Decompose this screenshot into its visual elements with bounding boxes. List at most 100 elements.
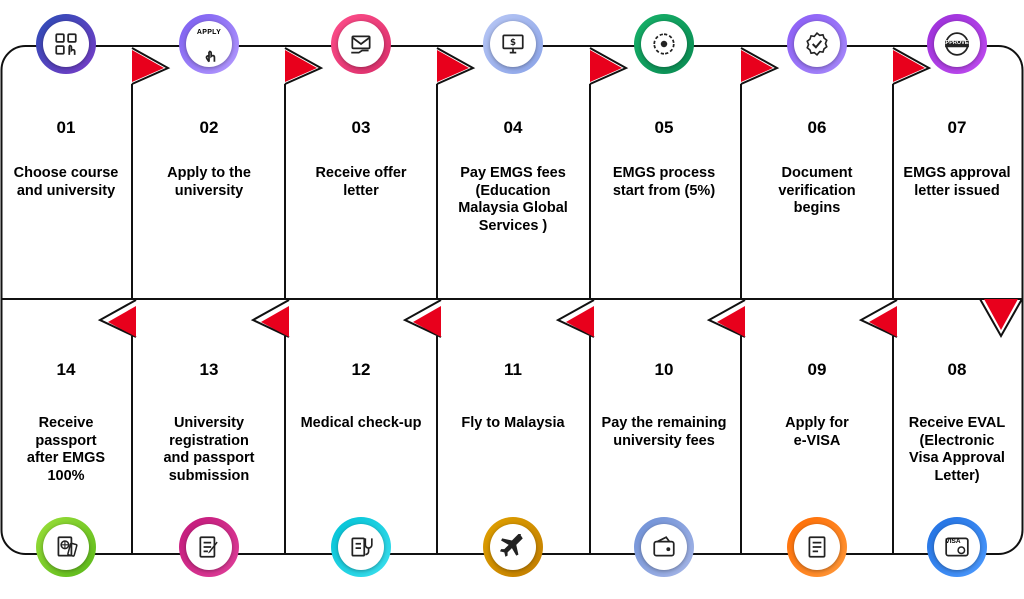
passport-icon <box>57 536 78 557</box>
bottom-arrow-2 <box>261 306 289 337</box>
top-arrow-2 <box>285 50 317 82</box>
step-number-13: 13 <box>199 360 219 379</box>
step-label-05: EMGS process start from (5%) <box>612 165 716 199</box>
step-number-04: 04 <box>503 118 523 137</box>
step-label-08: Receive EVAL (Electronic Visa Approval L… <box>908 415 1006 484</box>
top-arrow-outline-5 <box>740 47 780 85</box>
bottom-arrow-outline-5 <box>706 299 746 338</box>
bottom-arrow-5 <box>717 306 745 337</box>
step-badge-03 <box>331 14 391 74</box>
step-number-02: 02 <box>199 118 219 137</box>
step-badge-inner: VISA <box>934 524 980 570</box>
step-badge-inner <box>794 524 840 570</box>
wallet-payment-icon <box>653 536 675 557</box>
step-number-01: 01 <box>56 118 76 137</box>
bottom-arrow-outline-3 <box>402 299 442 338</box>
step-badge-13 <box>179 517 239 577</box>
bottom-arrow-outline-2 <box>250 299 290 338</box>
step-label-14: Receive passport after EMGS 100% <box>26 415 106 484</box>
form-document-icon <box>808 536 826 558</box>
step-badge-12 <box>331 517 391 577</box>
step-badge-inner <box>338 21 384 67</box>
step-badge-inner <box>641 524 687 570</box>
top-arrow-outline-3 <box>436 47 476 85</box>
step-label-06: Document verification begins <box>778 165 856 216</box>
step-number-09: 09 <box>807 360 827 379</box>
top-arrow-1 <box>132 50 164 82</box>
step-badge-01 <box>36 14 96 74</box>
medical-checkup-icon <box>351 537 373 557</box>
bottom-arrow-outline-1 <box>97 299 137 338</box>
step-number-03: 03 <box>351 118 371 137</box>
top-arrow-outline-2 <box>284 47 324 85</box>
course-selection-icon <box>55 33 77 55</box>
bottom-arrow-1 <box>108 306 136 337</box>
apply-sign-text: APPLY <box>196 29 222 36</box>
top-arrow-outline-1 <box>131 47 171 85</box>
step-badge-07: APPROVED <box>927 14 987 74</box>
top-arrow-3 <box>437 50 469 82</box>
top-arrow-4 <box>590 50 622 82</box>
step-label-09: Apply for e-VISA <box>785 415 849 449</box>
step-number-14: 14 <box>56 360 76 379</box>
step-badge-09 <box>787 517 847 577</box>
step-number-11: 11 <box>504 360 522 379</box>
approved-stamp-icon <box>945 32 969 56</box>
step-badge-06 <box>787 14 847 74</box>
online-payment-icon: $ <box>502 34 524 54</box>
step-badge-inner <box>490 524 536 570</box>
step-badge-08: VISA <box>927 517 987 577</box>
step-number-10: 10 <box>654 360 674 379</box>
step-badge-inner <box>794 21 840 67</box>
down-arrow <box>984 299 1018 330</box>
step-label-13: University registration and passport sub… <box>163 415 255 484</box>
step-badge-05 <box>634 14 694 74</box>
top-arrow-outline-6 <box>892 47 932 85</box>
top-arrow-5 <box>741 50 773 82</box>
offer-letter-icon <box>351 35 371 54</box>
step-badge-inner <box>641 21 687 67</box>
step-label-07: EMGS approval letter issued <box>903 165 1011 199</box>
step-badge-inner <box>43 21 89 67</box>
step-number-06: 06 <box>807 118 827 137</box>
visa-card-icon <box>945 537 969 557</box>
down-arrow-outline <box>979 298 1023 339</box>
airplane-icon <box>500 534 523 557</box>
step-number-12: 12 <box>351 360 371 379</box>
apply-icon <box>205 50 216 63</box>
svg-text:$: $ <box>510 38 516 48</box>
step-label-11: Fly to Malaysia <box>461 415 565 431</box>
step-number-07: 07 <box>947 118 967 137</box>
bottom-arrow-outline-6 <box>858 299 898 338</box>
step-badge-04: $ <box>483 14 543 74</box>
registration-form-icon <box>199 536 218 558</box>
step-number-08: 08 <box>947 360 967 379</box>
bottom-arrow-4 <box>566 306 594 337</box>
step-badge-10 <box>634 517 694 577</box>
step-number-05: 05 <box>654 118 674 137</box>
step-label-01: Choose course and university <box>13 165 119 199</box>
step-badge-14 <box>36 517 96 577</box>
verification-badge-icon <box>806 32 828 56</box>
step-badge-inner: $ <box>490 21 536 67</box>
step-label-10: Pay the remaining university fees <box>601 415 727 449</box>
step-badge-inner: APPLY <box>186 21 232 67</box>
top-arrow-outline-4 <box>589 47 629 85</box>
step-badge-11 <box>483 517 543 577</box>
top-arrow-6 <box>893 50 925 82</box>
bottom-arrow-outline-4 <box>555 299 595 338</box>
bottom-arrow-3 <box>413 306 441 337</box>
bottom-arrow-6 <box>869 306 897 337</box>
step-badge-inner <box>186 524 232 570</box>
step-label-12: Medical check-up <box>300 415 422 431</box>
approved-stamp-text: APPROVED <box>941 40 973 46</box>
step-label-02: Apply to the university <box>167 165 251 199</box>
step-badge-inner: APPROVED <box>934 21 980 67</box>
visa-card-text: VISA <box>945 538 961 545</box>
step-badge-inner <box>43 524 89 570</box>
step-label-04: Pay EMGS fees (Education Malaysia Global… <box>458 165 568 234</box>
step-badge-inner <box>338 524 384 570</box>
step-label-03: Receive offer letter <box>315 165 407 199</box>
step-badge-02: APPLY <box>179 14 239 74</box>
